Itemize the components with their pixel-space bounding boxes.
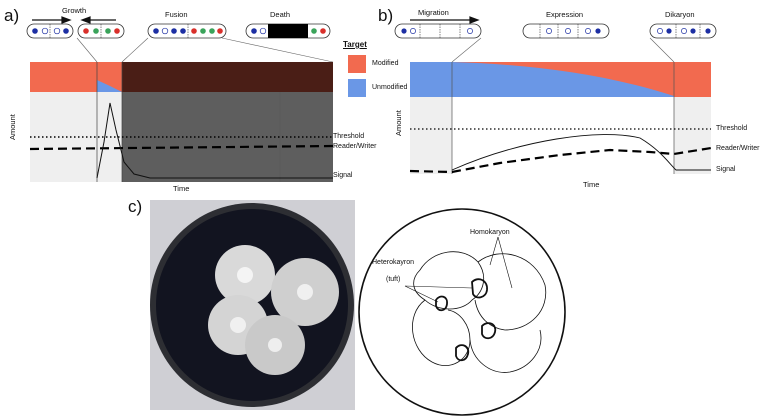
expression-hypha bbox=[522, 23, 610, 39]
migration-arrow bbox=[410, 16, 480, 24]
legend-unmodified-swatch bbox=[348, 79, 366, 97]
growth-hypha-right bbox=[77, 23, 125, 39]
panel-b-x-axis-label: Time bbox=[583, 180, 600, 189]
expression-label: Expression bbox=[546, 10, 584, 19]
dikaryon-label: Dikaryon bbox=[665, 10, 695, 19]
panel-b-zoom-lines bbox=[451, 37, 675, 63]
panel-b-signal-label: Signal bbox=[716, 166, 736, 173]
growth-hypha-left bbox=[26, 23, 74, 39]
colony-drawing bbox=[358, 208, 566, 416]
migration-label: Migration bbox=[418, 8, 449, 17]
panel-a-letter: a) bbox=[4, 6, 20, 25]
heterokaryon-label: Heterokayron bbox=[372, 259, 415, 266]
panel-a-x-axis-label: Time bbox=[173, 184, 190, 193]
homokaryon-label: Homokaryon bbox=[470, 229, 510, 236]
migration-hypha bbox=[394, 23, 482, 39]
panel-c-letter: c) bbox=[128, 197, 143, 216]
panel-b-letter: b) bbox=[378, 6, 394, 25]
panel-b-reader-writer-label: Reader/Writer bbox=[716, 145, 760, 152]
tuft-label: (tuft) bbox=[386, 276, 401, 283]
petri-dish-photo bbox=[150, 200, 355, 410]
panel-a-signal-label: Signal bbox=[333, 172, 353, 179]
growth-label: Growth bbox=[62, 6, 87, 15]
legend-unmodified-label: Unmodified bbox=[372, 84, 408, 91]
fusion-label: Fusion bbox=[165, 10, 188, 19]
panel-b-y-axis-label: Amount bbox=[394, 110, 403, 136]
panel-a-zoom-lines bbox=[76, 37, 334, 63]
panel-a-reader-writer-label: Reader/Writer bbox=[333, 143, 377, 150]
legend-modified-swatch bbox=[348, 55, 366, 73]
death-label: Death bbox=[270, 10, 291, 19]
panel-a-y-axis-label: Amount bbox=[8, 114, 17, 140]
panel-a-threshold-label: Threshold bbox=[333, 133, 365, 140]
growth-arrows bbox=[32, 16, 116, 24]
legend-title: Target bbox=[343, 40, 367, 49]
panel-a-plot bbox=[29, 62, 334, 182]
panel-b-threshold-label: Threshold bbox=[716, 125, 748, 132]
legend-modified-label: Modified bbox=[372, 60, 399, 67]
dikaryon-hypha bbox=[649, 23, 717, 39]
panel-b-plot bbox=[409, 62, 712, 174]
death-hypha bbox=[245, 23, 331, 39]
fusion-hypha bbox=[147, 23, 227, 39]
